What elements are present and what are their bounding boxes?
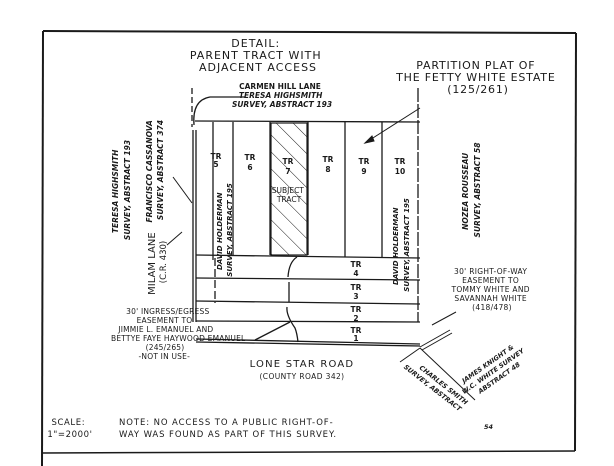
row-easement-line1: 30' RIGHT-OF-WAY (454, 267, 527, 276)
row-easement-line4: SAVANNAH WHITE (454, 294, 527, 303)
holderman-right-line1: DAVID HOLDERMAN (392, 207, 400, 285)
holderman-right-line2: SURVEY, ABSTRACT 195 (403, 198, 411, 292)
detail-title-line2: PARENT TRACT WITH (190, 49, 322, 62)
south-road-name: LONE STAR ROAD (250, 359, 355, 370)
ingress-line1: 30' INGRESS/EGRESS (126, 307, 209, 316)
svg-text:MILAM LANE (C.R. 430): MILAM LANE (C.R. 430) (147, 229, 169, 295)
row-easement-line3: TOMMY WHITE AND (450, 285, 529, 294)
subject-tract-label: SUBJECT TRACT (272, 186, 307, 204)
svg-text:DAVID HOLDERMAN SURVEY,: DAVID HOLDERMAN SURVEY, ABSTRACT 195 (216, 183, 234, 277)
holderman-left-line2: SURVEY, ABSTRACT 195 (226, 183, 234, 277)
holderman-left-line1: DAVID HOLDERMAN (216, 192, 224, 270)
note-line1: NOTE: NO ACCESS TO A PUBLIC RIGHT-OF- (119, 418, 334, 428)
svg-text:CHARLES SMITH SURVEY, AB: CHARLES SMITH SURVEY, ABSTRACT (402, 356, 471, 415)
ingress-line6: -NOT IN USE- (139, 352, 191, 361)
note-line2: WAY WAS FOUND AS PART OF THIS SURVEY. (119, 430, 337, 440)
plat-title-line3: (125/261) (447, 83, 508, 96)
north-survey-line2: SURVEY, ABSTRACT 193 (232, 100, 332, 109)
highsmith-west-line1: TERESA HIGHSMITH (111, 149, 120, 233)
ingress-line5: (245/265) (146, 343, 185, 352)
highsmith-west-line2: SURVEY, ABSTRACT 193 (123, 140, 132, 240)
svg-text:30' INGRESS/EGRESS EASEMEN: 30' INGRESS/EGRESS EASEMENT TO JIMMIE L.… (111, 307, 248, 361)
svg-text:(COUNTY ROAD 342): (COUNTY ROAD 342) (259, 372, 344, 381)
leader-lines (166, 107, 476, 401)
svg-text:NOTE: NO ACCESS TO A PUBLIC RI: NOTE: NO ACCESS TO A PUBLIC RIGHT-OF- WA… (119, 418, 337, 440)
smith-abstract-number: 54 (484, 423, 494, 431)
svg-text:30' RIGHT-OF-WAY EASEMENT: 30' RIGHT-OF-WAY EASEMENT TO TOMMY WHITE… (450, 267, 532, 312)
parent-tract-lines (191, 88, 421, 347)
frame (41, 30, 577, 466)
row-easement-line5: (418/478) (472, 303, 512, 312)
svg-text:DAVID HOLDERMAN SURVEY,: DAVID HOLDERMAN SURVEY, ABSTRACT 195 (392, 198, 411, 292)
subject-tract-hatch (270, 122, 308, 256)
north-survey-line1: TERESA HIGHSMITH (239, 91, 323, 100)
cassanova-line1: FRANCISCO CASSANOVA (145, 120, 154, 222)
ingress-line3: JIMMIE L. EMANUEL AND (117, 325, 213, 334)
svg-text:CARMEN HILL LANE: CARMEN HILL LANE (239, 82, 321, 91)
milam-lane: MILAM LANE (147, 232, 158, 294)
svg-text:TERESA HIGHSMITH SURVEY,: TERESA HIGHSMITH SURVEY, ABSTRACT 193 (111, 140, 132, 240)
svg-text:LONE STAR ROAD: LONE STAR ROAD (250, 359, 355, 370)
svg-text:SCALE: 1"=2000': SCALE: 1"=2000' (47, 418, 92, 440)
south-road-cr: (COUNTY ROAD 342) (259, 372, 344, 381)
svg-text:JAMES KNIGHT & W.C. WHIT: JAMES KNIGHT & W.C. WHITE SURVEY ABSTRAC… (455, 338, 532, 403)
rousseau-line2: SURVEY, ABSTRACT 58 (473, 143, 482, 238)
svg-text:TERESA HIGHSMITH SURVEY, A: TERESA HIGHSMITH SURVEY, ABSTRACT 193 (232, 91, 332, 109)
cassanova-line2: SURVEY, ABSTRACT 374 (156, 120, 165, 220)
scale-label: SCALE: (51, 418, 85, 428)
svg-text:FRANCISCO CASSANOVA SURV: FRANCISCO CASSANOVA SURVEY, ABSTRACT 374 (145, 118, 165, 223)
ingress-line2: EASEMENT TO (137, 316, 193, 325)
plat-title-line1: PARTITION PLAT OF (416, 59, 535, 72)
svg-text:PARTITION PLAT OF THE FETT: PARTITION PLAT OF THE FETTY WHITE ESTATE… (395, 59, 560, 96)
detail-title-line3: ADJACENT ACCESS (199, 61, 317, 74)
svg-text:NOZEA ROUSSEAU SURVEY, A: NOZEA ROUSSEAU SURVEY, ABSTRACT 58 (461, 143, 482, 238)
ingress-line4: BETTYE FAYE HAYWOOD EMANUEL (111, 334, 246, 343)
north-road-name: CARMEN HILL LANE (239, 82, 321, 91)
scale-value: 1"=2000' (47, 430, 92, 440)
milam-cr: (C.R. 430) (159, 241, 169, 284)
svg-text:DETAIL: PARENT TRACT WITH: DETAIL: PARENT TRACT WITH ADJACENT ACCES… (190, 37, 326, 74)
detail-title-line1: DETAIL: (231, 37, 280, 50)
rousseau-line1: NOZEA ROUSSEAU (461, 153, 470, 230)
row-easement-line2: EASEMENT TO (462, 276, 519, 285)
plat-title-line2: THE FETTY WHITE ESTATE (395, 71, 555, 84)
